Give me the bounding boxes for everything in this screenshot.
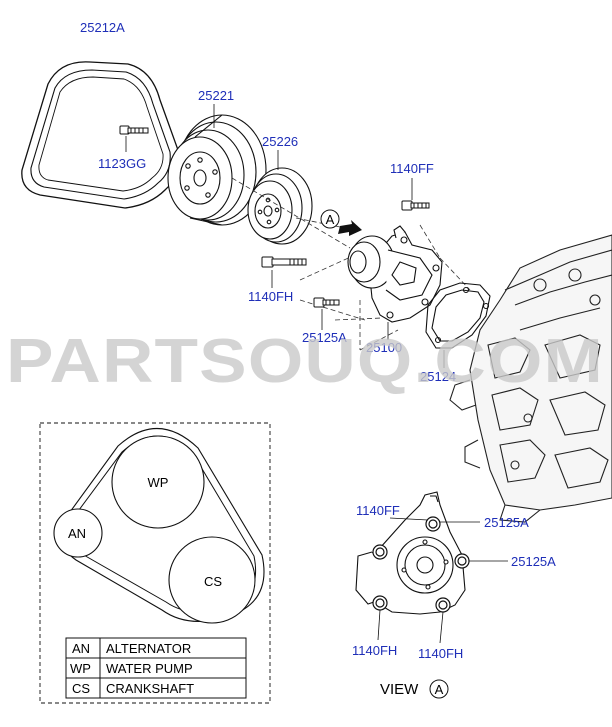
legend-name-2: WATER PUMP [106, 661, 193, 676]
legend-code-2: WP [70, 661, 91, 676]
water-pump-25100[interactable] [347, 225, 443, 323]
label-1140ff-top: 1140FF [390, 161, 434, 176]
legend-code-3: CS [72, 681, 90, 696]
view-a-caption-letter: A [435, 682, 444, 697]
an-pulley-circle [53, 508, 103, 558]
stud-25125a[interactable] [313, 297, 340, 308]
gasket-25124[interactable] [425, 282, 491, 349]
label-25125a: 25125A [302, 330, 347, 345]
label-1123gg: 1123GG [98, 156, 146, 171]
view-a-label-1140ff: 1140FF [356, 503, 400, 518]
legend-name-3: CRANKSHAFT [106, 681, 194, 696]
pulley-25221[interactable] [167, 114, 267, 226]
legend-code-1: AN [72, 641, 90, 656]
an-pulley-label: AN [68, 526, 86, 541]
view-a-marker-letter: A [326, 212, 335, 227]
view-a-caption-text: VIEW [380, 681, 419, 698]
pulley-25226[interactable] [247, 167, 313, 245]
view-a-label-25125a-mid: 25125A [511, 554, 556, 569]
bolt-1140fh[interactable] [261, 256, 307, 268]
wp-pulley-circle [111, 435, 205, 529]
label-1140fh: 1140FH [248, 289, 293, 304]
alignment-lines [231, 177, 471, 351]
view-a-label-1140fh-left: 1140FH [352, 643, 397, 658]
view-a-label-1140fh-right: 1140FH [418, 646, 463, 661]
belt-routing-diagram: WP AN CS [39, 422, 271, 704]
watermark: PARTSOUQ.COM [6, 327, 604, 396]
bolt-1140ff[interactable] [401, 200, 430, 211]
legend-table: AN ALTERNATOR WP WATER PUMP CS CRANKSHAF… [65, 637, 247, 699]
view-a-marker: A [320, 209, 362, 236]
wp-pulley-label: WP [148, 475, 169, 490]
label-25212a: 25212A [80, 20, 125, 35]
legend-name-1: ALTERNATOR [106, 641, 191, 656]
cs-pulley-label: CS [204, 574, 222, 589]
label-25221: 25221 [198, 88, 234, 103]
label-25124: 25124 [420, 369, 456, 384]
label-25100: 25100 [366, 340, 402, 355]
view-a-leaders [377, 517, 508, 644]
cs-pulley-circle [168, 536, 256, 624]
view-a-caption: VIEW A [380, 679, 449, 699]
engine-block [449, 234, 612, 523]
label-25226: 25226 [262, 134, 298, 149]
view-a-label-25125a-top: 25125A [484, 515, 529, 530]
drive-belt [21, 61, 180, 209]
bolt-1123gg[interactable] [119, 125, 149, 135]
